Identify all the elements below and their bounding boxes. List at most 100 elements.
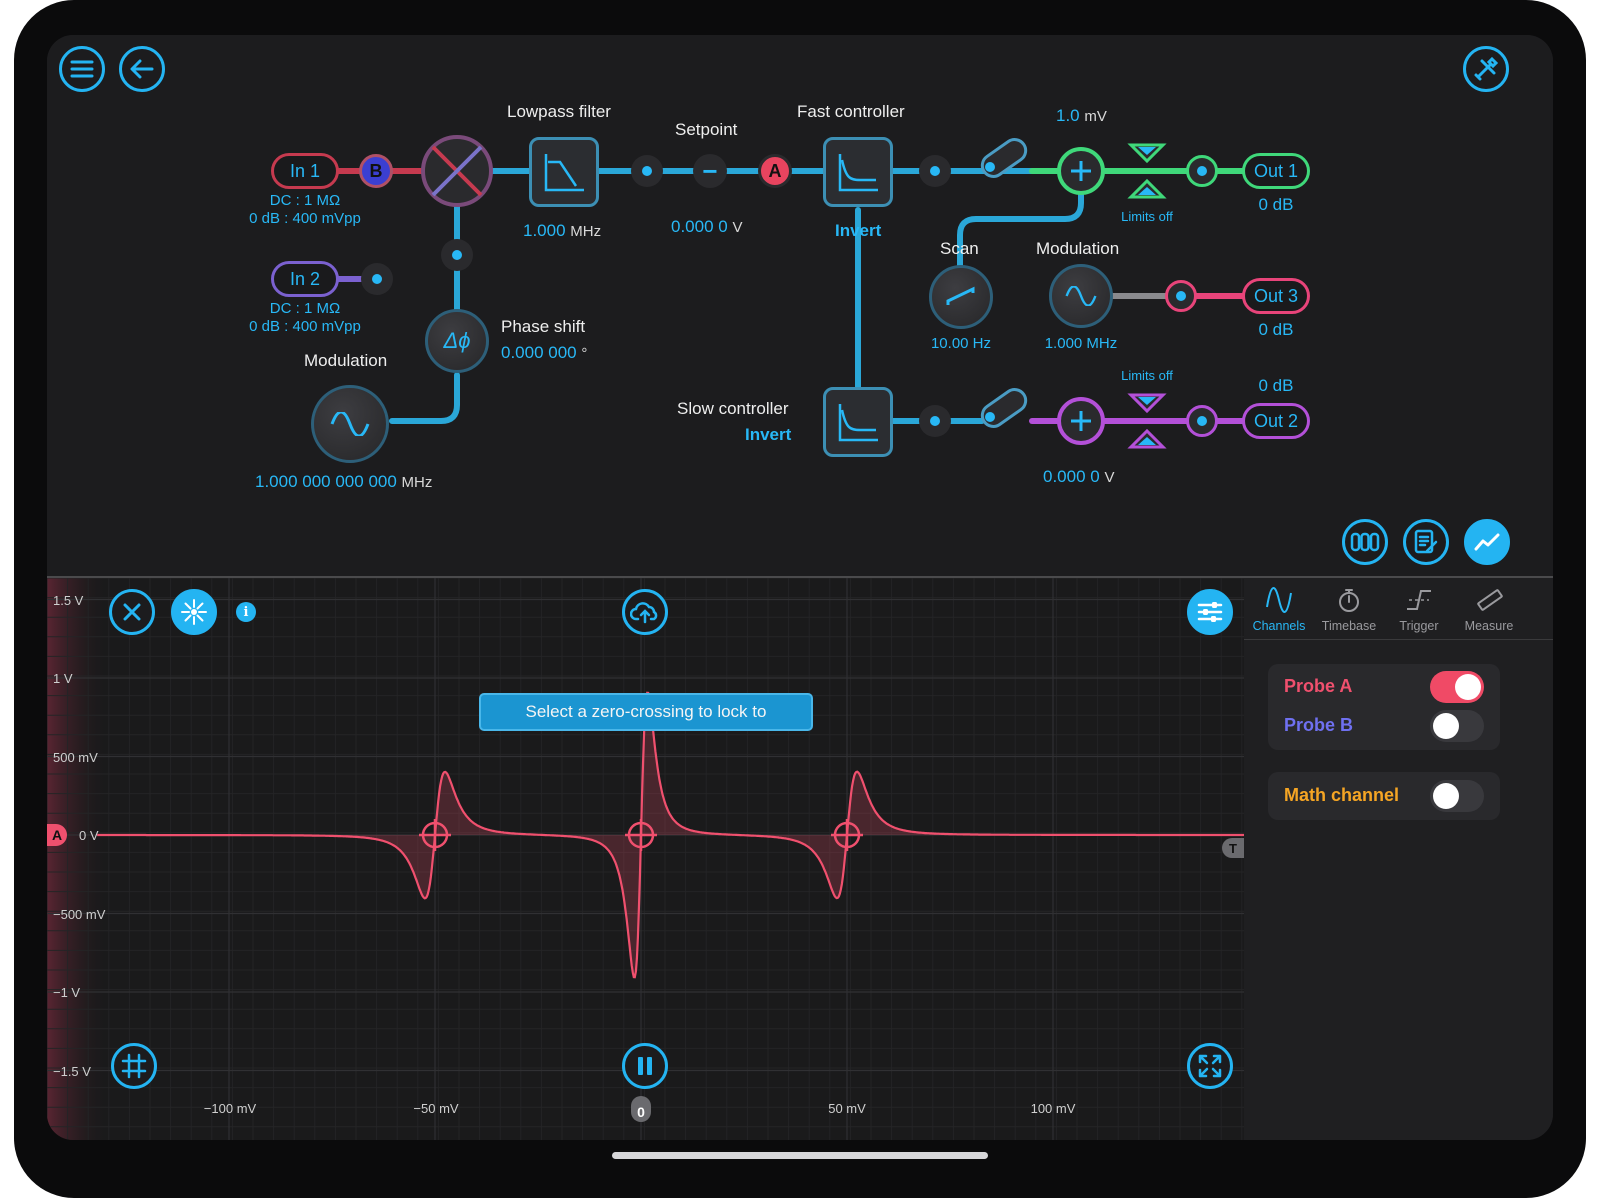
slow-controller-output-node[interactable]	[919, 405, 951, 437]
out3-node[interactable]	[1165, 280, 1197, 312]
scan-value[interactable]: 10.00 Hz	[930, 335, 992, 352]
setpoint-value[interactable]: 0.000 0 V	[671, 217, 743, 236]
panels-view-button[interactable]	[1342, 519, 1388, 565]
mixer-output-node[interactable]	[441, 239, 473, 271]
grid-toggle-button[interactable]	[111, 1043, 157, 1089]
input-1-coupling: DC : 1 MΩ	[269, 192, 341, 209]
grid-icon	[121, 1053, 147, 1079]
probe-b-toggle[interactable]	[1430, 710, 1484, 742]
channel-a-offset-marker[interactable]: A	[47, 824, 67, 846]
fast-controller-output-node[interactable]	[919, 155, 951, 187]
pause-icon	[638, 1057, 652, 1075]
setpoint-subtract[interactable]: −	[693, 154, 727, 188]
app-screen: In 1 B DC : 1 MΩ 0 dB : 400 mVpp In 2 DC…	[47, 35, 1553, 1140]
pause-button[interactable]	[622, 1043, 668, 1089]
tab-trigger[interactable]: Trigger	[1384, 578, 1454, 638]
channel-panel: Channels Timebase Trigger Measure Probe …	[1244, 576, 1553, 1140]
x-center-marker[interactable]: 0	[631, 1096, 651, 1122]
lowpass-value[interactable]: 1.000 MHz	[523, 221, 602, 240]
stopwatch-icon	[1339, 589, 1359, 612]
notes-button[interactable]	[1403, 519, 1449, 565]
input-2-pill[interactable]: In 2	[271, 261, 339, 297]
fullscreen-button[interactable]	[1187, 1043, 1233, 1089]
ramp-icon	[946, 286, 975, 305]
output-1-pill[interactable]: Out 1	[1242, 153, 1310, 189]
output-3-pill[interactable]: Out 3	[1242, 278, 1310, 314]
lowpass-output-node[interactable]	[631, 155, 663, 187]
probe-a-toggle[interactable]	[1430, 671, 1484, 703]
laser-button[interactable]	[171, 589, 217, 635]
info-icon[interactable]: i	[236, 602, 256, 622]
fast-controller-block[interactable]	[823, 137, 893, 207]
math-channel-toggle[interactable]	[1430, 780, 1484, 812]
offset-bottom-value[interactable]: 0.000 0 V	[1043, 467, 1115, 486]
phase-shift-knob[interactable]: Δϕ	[425, 309, 489, 373]
panel-tabs: Channels Timebase Trigger Measure	[1244, 578, 1553, 640]
modules-icon	[1350, 532, 1380, 552]
tab-measure[interactable]: Measure	[1454, 578, 1524, 638]
trigger-level-marker[interactable]: T	[1222, 838, 1244, 858]
x-tick-label: −50 mV	[413, 1101, 459, 1116]
phase-shift-value[interactable]: 0.000 000 °	[501, 343, 588, 362]
sliders-icon	[1197, 602, 1223, 622]
probe-b-marker[interactable]: B	[359, 154, 393, 188]
laser-burst-icon	[181, 599, 207, 625]
limits-bottom-label[interactable]: Limits off	[1121, 368, 1173, 383]
oscilloscope-view[interactable]: 1.5 V 1 V 500 mV 0 V −500 mV −1 V −1.5 V…	[47, 576, 1244, 1140]
input-2-node[interactable]	[361, 263, 393, 295]
input-2-coupling: DC : 1 MΩ	[269, 300, 341, 317]
lowpass-response-icon	[544, 154, 584, 192]
scan-knob[interactable]	[929, 265, 993, 329]
delta-phi-icon: Δϕ	[443, 328, 471, 353]
modulation-out-knob[interactable]	[1049, 264, 1113, 328]
offset-top-value[interactable]: 1.0 mV	[1056, 106, 1107, 125]
out2-node[interactable]	[1186, 405, 1218, 437]
settings-button[interactable]	[1463, 46, 1509, 92]
close-scope-button[interactable]	[109, 589, 155, 635]
modulation-in-knob[interactable]	[311, 385, 389, 463]
slow-controller-block[interactable]	[823, 387, 893, 457]
fast-controller-invert[interactable]: Invert	[835, 221, 882, 240]
zero-crossing-toast: Select a zero-crossing to lock to	[479, 693, 813, 731]
tab-timebase[interactable]: Timebase	[1314, 578, 1384, 638]
probe-a-marker[interactable]: A	[758, 154, 792, 188]
output-2-gain[interactable]: 0 dB	[1258, 376, 1294, 395]
tools-icon	[1474, 56, 1499, 81]
output-2-pill[interactable]: Out 2	[1242, 403, 1310, 439]
zero-crossing-crosshair	[625, 819, 657, 851]
slow-controller-title: Slow controller	[677, 399, 789, 418]
modulation-out-title: Modulation	[1036, 239, 1120, 258]
trigger-edge-icon	[1407, 590, 1431, 610]
back-button[interactable]	[119, 46, 165, 92]
sine-wave-icon	[330, 412, 370, 436]
home-indicator[interactable]	[612, 1152, 988, 1159]
fast-controller-title: Fast controller	[797, 102, 905, 121]
lowpass-title: Lowpass filter	[507, 102, 611, 121]
modulation-in-title: Modulation	[304, 351, 388, 370]
input-1-pill[interactable]: In 1	[271, 153, 339, 189]
setpoint-title: Setpoint	[675, 120, 738, 139]
output-1-gain[interactable]: 0 dB	[1258, 195, 1294, 214]
out1-node[interactable]	[1186, 155, 1218, 187]
block-diagram: In 1 B DC : 1 MΩ 0 dB : 400 mVpp In 2 DC…	[47, 35, 1553, 590]
output-3-gain[interactable]: 0 dB	[1258, 320, 1294, 339]
controller-response-icon	[838, 154, 878, 192]
y-tick-label: 500 mV	[53, 750, 98, 765]
scope-settings-button[interactable]	[1187, 589, 1233, 635]
ruler-icon	[1477, 589, 1503, 611]
modulation-in-value[interactable]: 1.000 000 000 000 MHz	[255, 472, 433, 491]
slow-controller-invert[interactable]: Invert	[745, 425, 792, 444]
tab-channels[interactable]: Channels	[1244, 578, 1314, 638]
probe-b-label: Probe B	[1284, 715, 1354, 735]
lowpass-block[interactable]	[529, 137, 599, 207]
limits-top-label[interactable]: Limits off	[1121, 209, 1173, 224]
cloud-upload-button[interactable]	[622, 589, 668, 635]
scope-view-button[interactable]	[1464, 519, 1510, 565]
menu-button[interactable]	[59, 46, 105, 92]
probe-channels-card: Probe A Probe B	[1268, 664, 1500, 750]
x-tick-label: 100 mV	[1030, 1101, 1076, 1116]
modulation-out-value[interactable]: 1.000 MHz	[1044, 335, 1118, 352]
y-tick-label: −1.5 V	[53, 1064, 91, 1079]
probe-a-label: Probe A	[1284, 676, 1353, 696]
hamburger-icon	[70, 60, 94, 78]
